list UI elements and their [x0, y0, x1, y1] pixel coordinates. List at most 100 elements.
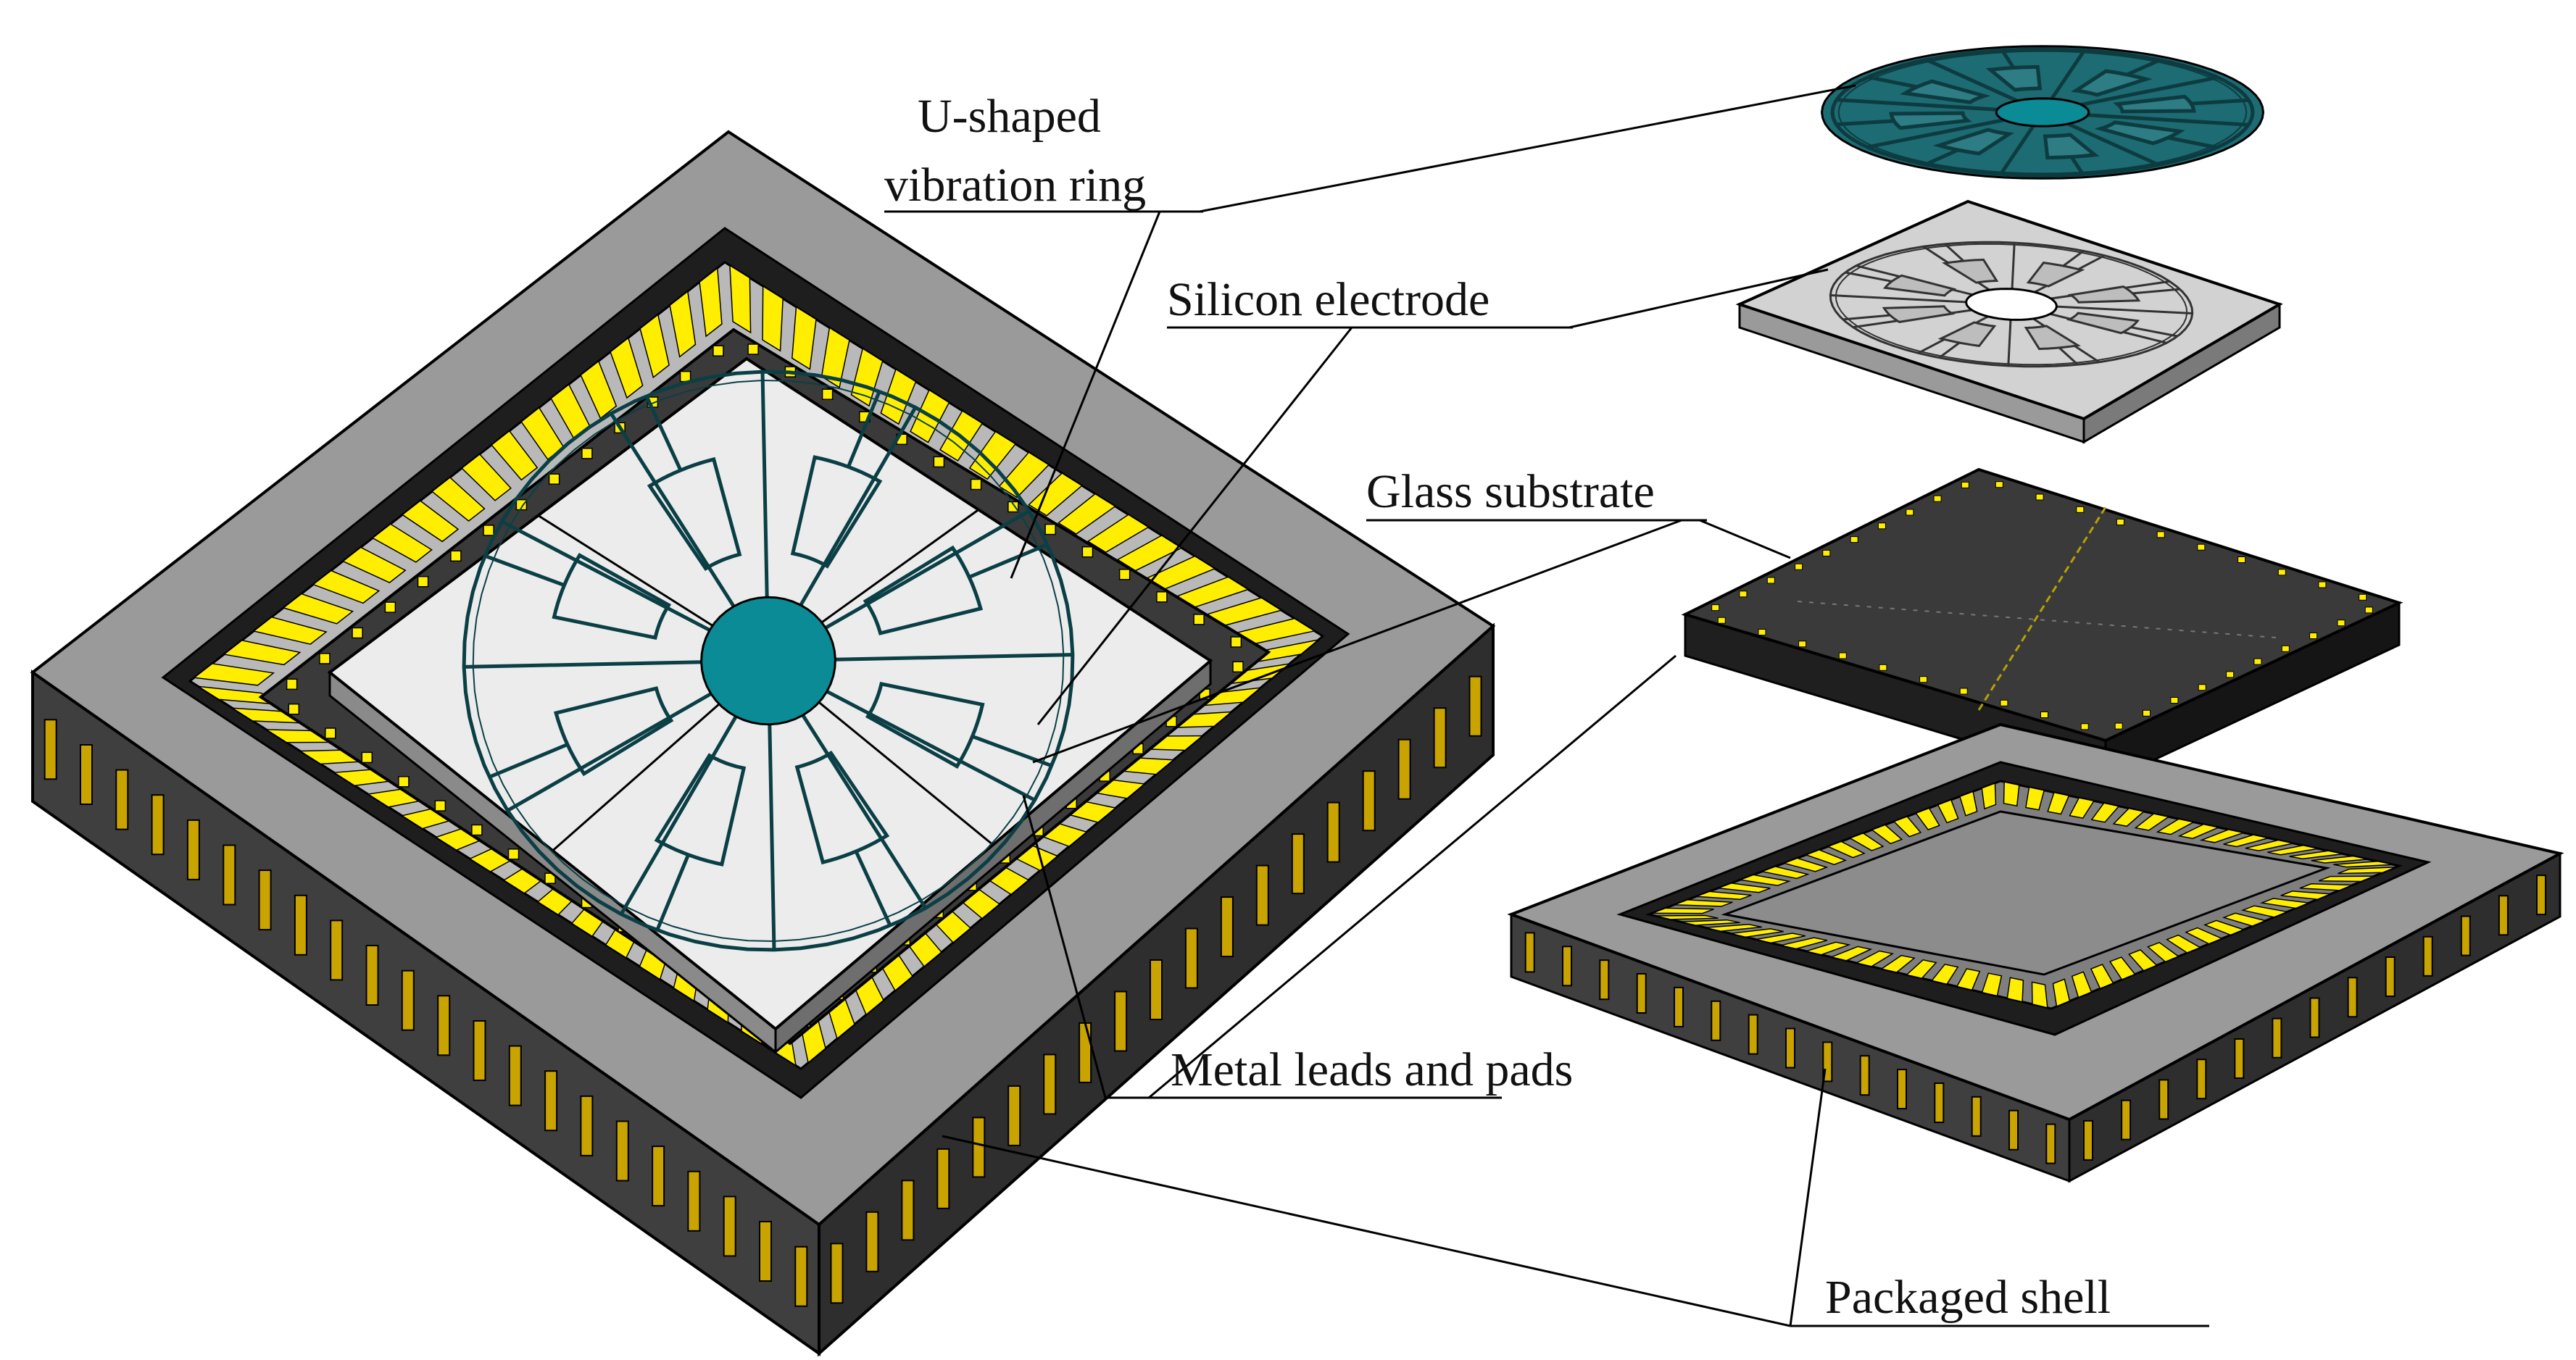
glass-pad	[319, 653, 331, 664]
ring-loop-tether	[1944, 243, 1965, 262]
shell-pin	[972, 1117, 986, 1178]
label-glass-substrate: Glass substrate	[1366, 465, 1655, 518]
ring-loop-tether	[2126, 58, 2161, 77]
glass-pad	[544, 872, 556, 884]
electrode-center-hole	[1965, 288, 2058, 321]
ring-u-loop	[2026, 261, 2085, 288]
shell-pin	[1468, 675, 1482, 737]
ring-loop-tether	[847, 391, 881, 468]
ring-u-loop	[1882, 305, 1956, 323]
shell-pin	[1291, 833, 1305, 895]
glass-pad	[1230, 636, 1242, 648]
glass-lead-pad	[2364, 606, 2373, 614]
exploded-shell-pad	[2299, 883, 2353, 891]
shell-pin	[1397, 738, 1411, 800]
glass-pad	[821, 388, 834, 400]
exploded-shell-pad	[1804, 849, 1848, 865]
cavity-pad	[610, 337, 644, 399]
ring-spoke	[507, 692, 712, 812]
exploded-shell-pad	[2166, 934, 2202, 954]
exploded-shell-pad	[2280, 890, 2331, 900]
exploded-shell-pad	[1905, 959, 1937, 980]
glass-lead-pad	[2359, 593, 2367, 601]
u-shaped-vibration-ring	[462, 370, 1075, 952]
ring-spoke	[1866, 118, 2005, 149]
exploded-shell-pad	[2338, 867, 2396, 875]
ring-spoke	[464, 660, 702, 669]
exploded-shell-pad	[2112, 807, 2145, 827]
exploded-shell-pad	[1718, 883, 1771, 893]
glass-lead-pad	[1838, 652, 1847, 659]
glass-pad	[1118, 569, 1131, 580]
ring-spoke	[768, 724, 776, 950]
ring-spoke	[2080, 75, 2219, 107]
shell-pin	[1255, 864, 1269, 926]
exploded-shell-pad	[1803, 941, 1851, 956]
shell-pin	[186, 819, 200, 880]
shell-pin	[473, 1020, 486, 1081]
ring-u-loop	[2071, 69, 2153, 97]
shell-pin	[2385, 956, 2396, 997]
glass-pad	[1156, 591, 1168, 603]
cavity-pad	[850, 347, 884, 407]
ring-spoke	[824, 509, 1030, 630]
ring-spoke	[619, 715, 738, 915]
glass-lead-pad	[1850, 536, 1858, 543]
shell-pin	[1150, 959, 1163, 1020]
glass-pad	[483, 525, 494, 536]
exploded-shell-pad	[2071, 971, 2093, 998]
cavity-pad	[371, 523, 433, 563]
ring-u-loop	[654, 753, 747, 867]
glass-lead-pad	[1717, 617, 1726, 624]
ring-u-loop	[1937, 321, 1997, 348]
label-metal-leads-and-pads: Metal leads and pads	[1171, 1043, 1573, 1096]
glass-lead-pad	[2114, 722, 2123, 730]
glass-lead-pad	[1879, 664, 1887, 671]
cavity-pad	[1028, 472, 1083, 517]
shell-pin	[1934, 1082, 1945, 1123]
shell-pin	[365, 945, 379, 1006]
exploded-shell-pad	[1782, 857, 1829, 872]
label-silicon-electrode: Silicon electrode	[1167, 273, 1489, 326]
glass-pad	[515, 498, 528, 511]
shell-pin	[1043, 1054, 1057, 1115]
cavity-pad	[792, 306, 817, 370]
ring-spoke	[2050, 49, 2086, 100]
glass-pad	[1081, 546, 1094, 558]
shell-pin	[794, 1246, 808, 1307]
shell-pin	[2422, 935, 2433, 977]
glass-pad	[548, 473, 560, 485]
ring-u-loop	[553, 686, 674, 777]
ring-u-loop	[1941, 258, 1999, 284]
shell-pin	[115, 769, 129, 830]
glass-pad	[384, 601, 396, 613]
exploded-shell-pad	[2003, 781, 2020, 807]
cavity-pad	[431, 477, 486, 522]
exploded-shell-pad	[1915, 807, 1940, 830]
shell-pin	[759, 1221, 772, 1282]
glass-pad	[970, 478, 982, 491]
glass-lead-pad	[2000, 699, 2008, 706]
shell-pin	[1007, 1085, 1021, 1146]
glass-lead-pad	[2170, 697, 2179, 704]
exploded-shell-pad	[1892, 816, 1922, 838]
ring-outer-inner	[1837, 50, 2248, 175]
exploded-shell-pad	[1680, 919, 1740, 926]
glass-pad	[417, 575, 429, 588]
ring-loop-tether	[1842, 314, 1890, 321]
exploded-shell-pad	[2259, 898, 2311, 909]
exploded-glass-leads	[1711, 481, 2373, 730]
exploded-shell-pad	[2047, 791, 2070, 815]
exploded-shell-pad	[1730, 928, 1784, 938]
ring-u-loop	[794, 750, 890, 865]
glass-lead-pad	[1798, 641, 1807, 648]
exploded-shell-pad	[2177, 823, 2221, 839]
exploded-shell-pad	[2147, 941, 2180, 963]
ring-loop-tether	[2132, 288, 2180, 295]
ring-u-loop	[1882, 274, 1957, 297]
glass-lead-pad	[2253, 658, 2262, 665]
glass-lead-pad	[1766, 577, 1775, 584]
exploded-shell-pad	[1760, 866, 1810, 880]
shell-pin	[580, 1095, 594, 1156]
exploded-shell-pad	[2134, 813, 2170, 831]
